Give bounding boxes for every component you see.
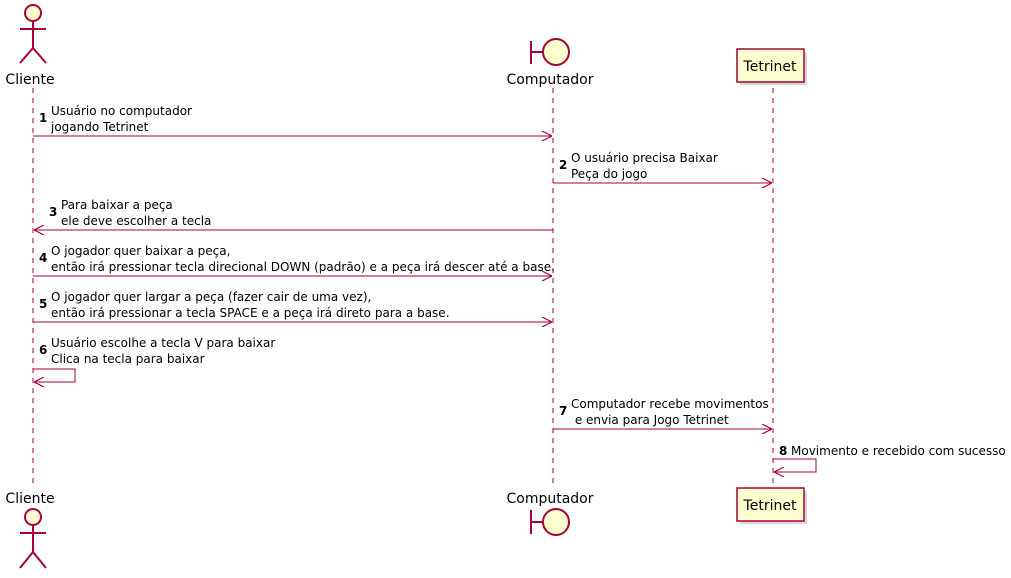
- message-text-line: Usuário no computador: [51, 104, 192, 118]
- message-text-line: jogando Tetrinet: [50, 120, 149, 134]
- message-text-line: O jogador quer baixar a peça,: [51, 244, 230, 258]
- message-text-line: O jogador quer largar a peça (fazer cair…: [51, 290, 371, 304]
- participant-tetrinet-bottom: Tetrinet: [736, 487, 807, 524]
- actor-cliente-bottom: Cliente: [5, 491, 55, 569]
- message-text-line: Peça do jogo: [571, 167, 647, 181]
- message-number: 2: [559, 158, 567, 172]
- message-8: 8 Movimento e recebido com sucesso: [773, 444, 1006, 472]
- participant-tetrinet-top: Tetrinet: [736, 48, 807, 85]
- message-text-line: Computador recebe movimentos: [571, 397, 769, 411]
- message-7: 7 Computador recebe movimentos e envia p…: [553, 397, 772, 429]
- participant-label-tetrinet-bottom: Tetrinet: [743, 498, 797, 514]
- actor-icon: [19, 4, 47, 64]
- message-text-line: Clica na tecla para baixar: [51, 352, 205, 366]
- message-number: 3: [49, 205, 57, 219]
- participant-label-computador-bottom: Computador: [506, 491, 593, 507]
- boundary-icon: [530, 38, 570, 66]
- self-message-arrow: [33, 368, 76, 382]
- message-text-line: Usuário escolhe a tecla V para baixar: [51, 336, 275, 350]
- message-text-line: Movimento e recebido com sucesso: [791, 444, 1006, 458]
- message-text-line: então irá pressionar tecla direcional DO…: [51, 260, 555, 274]
- boundary-icon: [530, 508, 570, 536]
- participant-label-computador: Computador: [506, 72, 593, 88]
- message-text-line: ele deve escolher a tecla: [61, 214, 211, 228]
- message-number: 4: [39, 251, 47, 265]
- participant-label-cliente: Cliente: [5, 72, 54, 88]
- boundary-computador-top: Computador: [506, 38, 594, 88]
- message-1: 1 Usuário no computador jogando Tetrinet: [33, 104, 552, 136]
- message-text-line: O usuário precisa Baixar: [571, 151, 718, 165]
- message-6: 6 Usuário escolhe a tecla V para baixar …: [33, 336, 275, 382]
- message-number: 5: [39, 297, 47, 311]
- message-4: 4 O jogador quer baixar a peça, então ir…: [33, 244, 555, 276]
- actor-cliente-top: Cliente: [5, 4, 55, 88]
- message-text-line: e envia para Jogo Tetrinet: [571, 413, 729, 427]
- message-number: 8: [779, 444, 787, 458]
- message-number: 7: [559, 404, 567, 418]
- message-text-line: então irá pressionar a tecla SPACE e a p…: [51, 306, 450, 320]
- message-3: 3 Para baixar a peça ele deve escolher a…: [34, 198, 553, 230]
- participant-label-tetrinet: Tetrinet: [743, 59, 797, 75]
- boundary-computador-bottom: Computador: [506, 491, 594, 536]
- message-number: 1: [39, 111, 47, 125]
- participant-label-cliente-bottom: Cliente: [5, 491, 54, 507]
- self-message-arrow: [773, 458, 817, 472]
- actor-icon: [19, 508, 47, 569]
- message-number: 6: [39, 343, 47, 357]
- message-text-line: Para baixar a peça: [61, 198, 173, 212]
- message-5: 5 O jogador quer largar a peça (fazer ca…: [33, 290, 552, 322]
- message-2: 2 O usuário precisa Baixar Peça do jogo: [553, 151, 772, 183]
